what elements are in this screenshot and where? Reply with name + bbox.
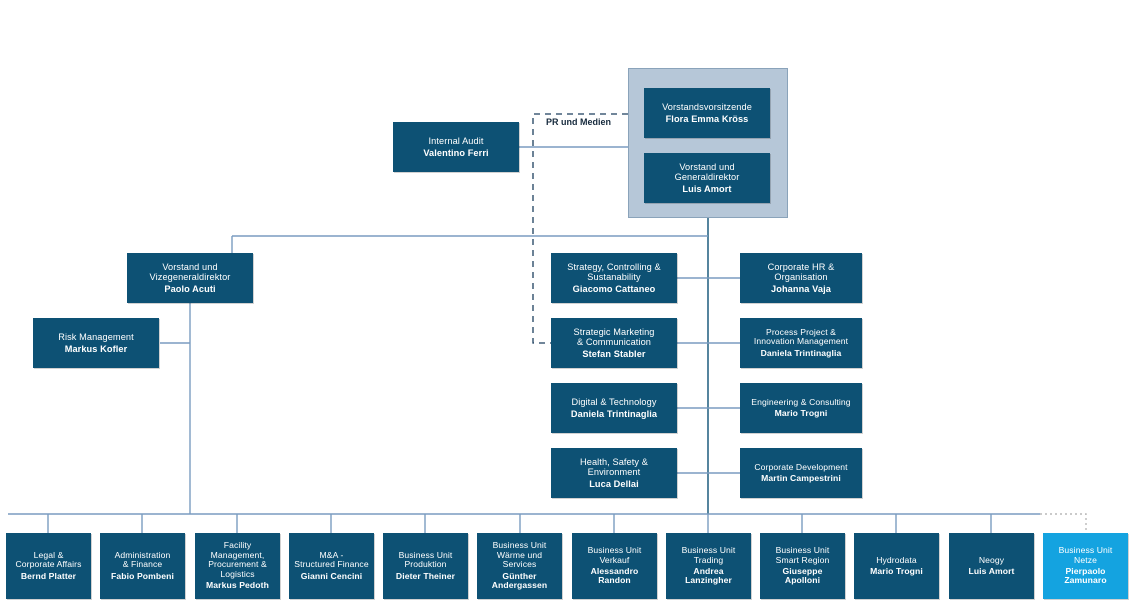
node-bottom-bu-produktion[interactable]: Business Unit Produktion Dieter Theiner bbox=[383, 533, 468, 599]
node-bottom-bu-netze[interactable]: Business Unit Netze Pierpaolo Zamunaro bbox=[1043, 533, 1128, 599]
node-bottom-neogy-title: Neogy bbox=[978, 554, 1005, 565]
node-bottom-bu-smart-region[interactable]: Business Unit Smart Region Giuseppe Apol… bbox=[760, 533, 845, 599]
node-risk-management-title: Risk Management bbox=[58, 331, 134, 342]
connector-netze-dotted bbox=[1040, 513, 1087, 533]
node-chair-title: Vorstandsvorsitzende bbox=[662, 101, 752, 112]
node-bottom-bu-produktion-title: Business Unit Produktion bbox=[398, 549, 453, 570]
node-internal-audit-person: Valentino Ferri bbox=[423, 147, 489, 158]
node-center-4-person: Luca Dellai bbox=[589, 478, 639, 489]
node-bottom-bu-trading-person: Andrea Lanzingher bbox=[685, 565, 732, 586]
connector-pr-und-medien-dashed bbox=[532, 113, 628, 344]
node-deputy-ceo-title: Vorstand und Vizegeneraldirektor bbox=[149, 261, 231, 283]
node-chair-person: Flora Emma Kröss bbox=[665, 113, 749, 124]
node-center-3[interactable]: Digital & Technology Daniela Trintinagli… bbox=[551, 383, 677, 433]
node-bottom-ma[interactable]: M&A - Structured Finance Gianni Cencini bbox=[289, 533, 374, 599]
node-bottom-administration-title: Administration & Finance bbox=[114, 549, 171, 570]
node-right-3-title: Engineering & Consulting bbox=[751, 396, 851, 407]
node-ceo[interactable]: Vorstand und Generaldirektor Luis Amort bbox=[644, 153, 770, 203]
node-bottom-bu-netze-person: Pierpaolo Zamunaro bbox=[1064, 565, 1107, 586]
node-right-4[interactable]: Corporate Development Martin Campestrini bbox=[740, 448, 862, 498]
node-deputy-ceo-person: Paolo Acuti bbox=[164, 283, 216, 294]
node-bottom-bu-verkauf-person: Alessandro Randon bbox=[590, 565, 639, 586]
node-bottom-bu-trading-title: Business Unit Trading bbox=[681, 545, 736, 565]
node-internal-audit[interactable]: Internal Audit Valentino Ferri bbox=[393, 122, 519, 172]
node-center-4[interactable]: Health, Safety & Environment Luca Dellai bbox=[551, 448, 677, 498]
node-bottom-ma-person: Gianni Cencini bbox=[300, 570, 363, 581]
node-internal-audit-title: Internal Audit bbox=[428, 135, 484, 146]
node-risk-management[interactable]: Risk Management Markus Kofler bbox=[33, 318, 159, 368]
node-chair[interactable]: Vorstandsvorsitzende Flora Emma Kröss bbox=[644, 88, 770, 138]
node-center-1-title: Strategy, Controlling & Sustanability bbox=[567, 261, 661, 283]
node-bottom-facility[interactable]: Facility Management, Procurement & Logis… bbox=[195, 533, 280, 599]
node-center-4-title: Health, Safety & Environment bbox=[580, 456, 648, 478]
node-right-3[interactable]: Engineering & Consulting Mario Trogni bbox=[740, 383, 862, 433]
label-pr-und-medien: PR und Medien bbox=[546, 117, 611, 127]
node-risk-management-person: Markus Kofler bbox=[64, 343, 128, 354]
node-center-1[interactable]: Strategy, Controlling & Sustanability Gi… bbox=[551, 253, 677, 303]
node-bottom-bu-smart-region-person: Giuseppe Apolloni bbox=[782, 565, 823, 586]
node-ceo-person: Luis Amort bbox=[682, 183, 732, 194]
node-deputy-ceo[interactable]: Vorstand und Vizegeneraldirektor Paolo A… bbox=[127, 253, 253, 303]
node-bottom-legal-person: Bernd Platter bbox=[20, 570, 77, 581]
node-bottom-bu-waerme-title: Business Unit Wärme und Services bbox=[492, 540, 547, 570]
node-center-2-title: Strategic Marketing & Communication bbox=[573, 326, 655, 348]
node-bottom-bu-produktion-person: Dieter Theiner bbox=[395, 570, 456, 581]
node-right-4-person: Martin Campestrini bbox=[761, 472, 841, 483]
node-right-1[interactable]: Corporate HR & Organisation Johanna Vaja bbox=[740, 253, 862, 303]
node-bottom-facility-title: Facility Management, Procurement & Logis… bbox=[208, 540, 267, 580]
node-bottom-hydrodata-title: Hydrodata bbox=[876, 554, 917, 565]
node-bottom-bu-verkauf[interactable]: Business Unit Verkauf Alessandro Randon bbox=[572, 533, 657, 599]
node-bottom-ma-title: M&A - Structured Finance bbox=[294, 549, 369, 570]
node-bottom-hydrodata[interactable]: Hydrodata Mario Trogni bbox=[854, 533, 939, 599]
node-right-3-person: Mario Trogni bbox=[774, 407, 828, 418]
node-right-1-title: Corporate HR & Organisation bbox=[767, 261, 835, 283]
node-right-2[interactable]: Process Project & Innovation Management … bbox=[740, 318, 862, 368]
node-ceo-title: Vorstand und Generaldirektor bbox=[674, 161, 740, 183]
node-bottom-hydrodata-person: Mario Trogni bbox=[870, 565, 923, 576]
node-right-2-person: Daniela Trintinaglia bbox=[760, 347, 842, 358]
node-bottom-bu-netze-title: Business Unit Netze bbox=[1058, 545, 1113, 565]
node-bottom-legal[interactable]: Legal & Corporate Affairs Bernd Platter bbox=[6, 533, 91, 599]
node-bottom-bu-trading[interactable]: Business Unit Trading Andrea Lanzingher bbox=[666, 533, 751, 599]
node-bottom-administration-person: Fabio Pombeni bbox=[111, 570, 174, 581]
node-center-3-title: Digital & Technology bbox=[571, 396, 657, 407]
node-center-3-person: Daniela Trintinaglia bbox=[570, 408, 658, 419]
node-bottom-administration[interactable]: Administration & Finance Fabio Pombeni bbox=[100, 533, 185, 599]
node-center-2[interactable]: Strategic Marketing & Communication Stef… bbox=[551, 318, 677, 368]
node-bottom-legal-title: Legal & Corporate Affairs bbox=[15, 549, 82, 570]
node-right-1-person: Johanna Vaja bbox=[771, 283, 831, 294]
node-bottom-bu-waerme-person: Günther Andergassen bbox=[491, 570, 548, 591]
node-bottom-neogy[interactable]: Neogy Luis Amort bbox=[949, 533, 1034, 599]
node-bottom-bu-verkauf-title: Business Unit Verkauf bbox=[587, 545, 642, 565]
node-bottom-bu-waerme[interactable]: Business Unit Wärme und Services Günther… bbox=[477, 533, 562, 599]
node-right-2-title: Process Project & Innovation Management bbox=[753, 326, 849, 347]
node-bottom-bu-smart-region-title: Business Unit Smart Region bbox=[775, 545, 830, 565]
node-bottom-neogy-person: Luis Amort bbox=[968, 565, 1015, 576]
node-bottom-facility-person: Markus Pedoth bbox=[206, 580, 269, 591]
node-center-1-person: Giacomo Cattaneo bbox=[572, 283, 656, 294]
node-right-4-title: Corporate Development bbox=[754, 461, 848, 472]
node-center-2-person: Stefan Stabler bbox=[582, 348, 646, 359]
